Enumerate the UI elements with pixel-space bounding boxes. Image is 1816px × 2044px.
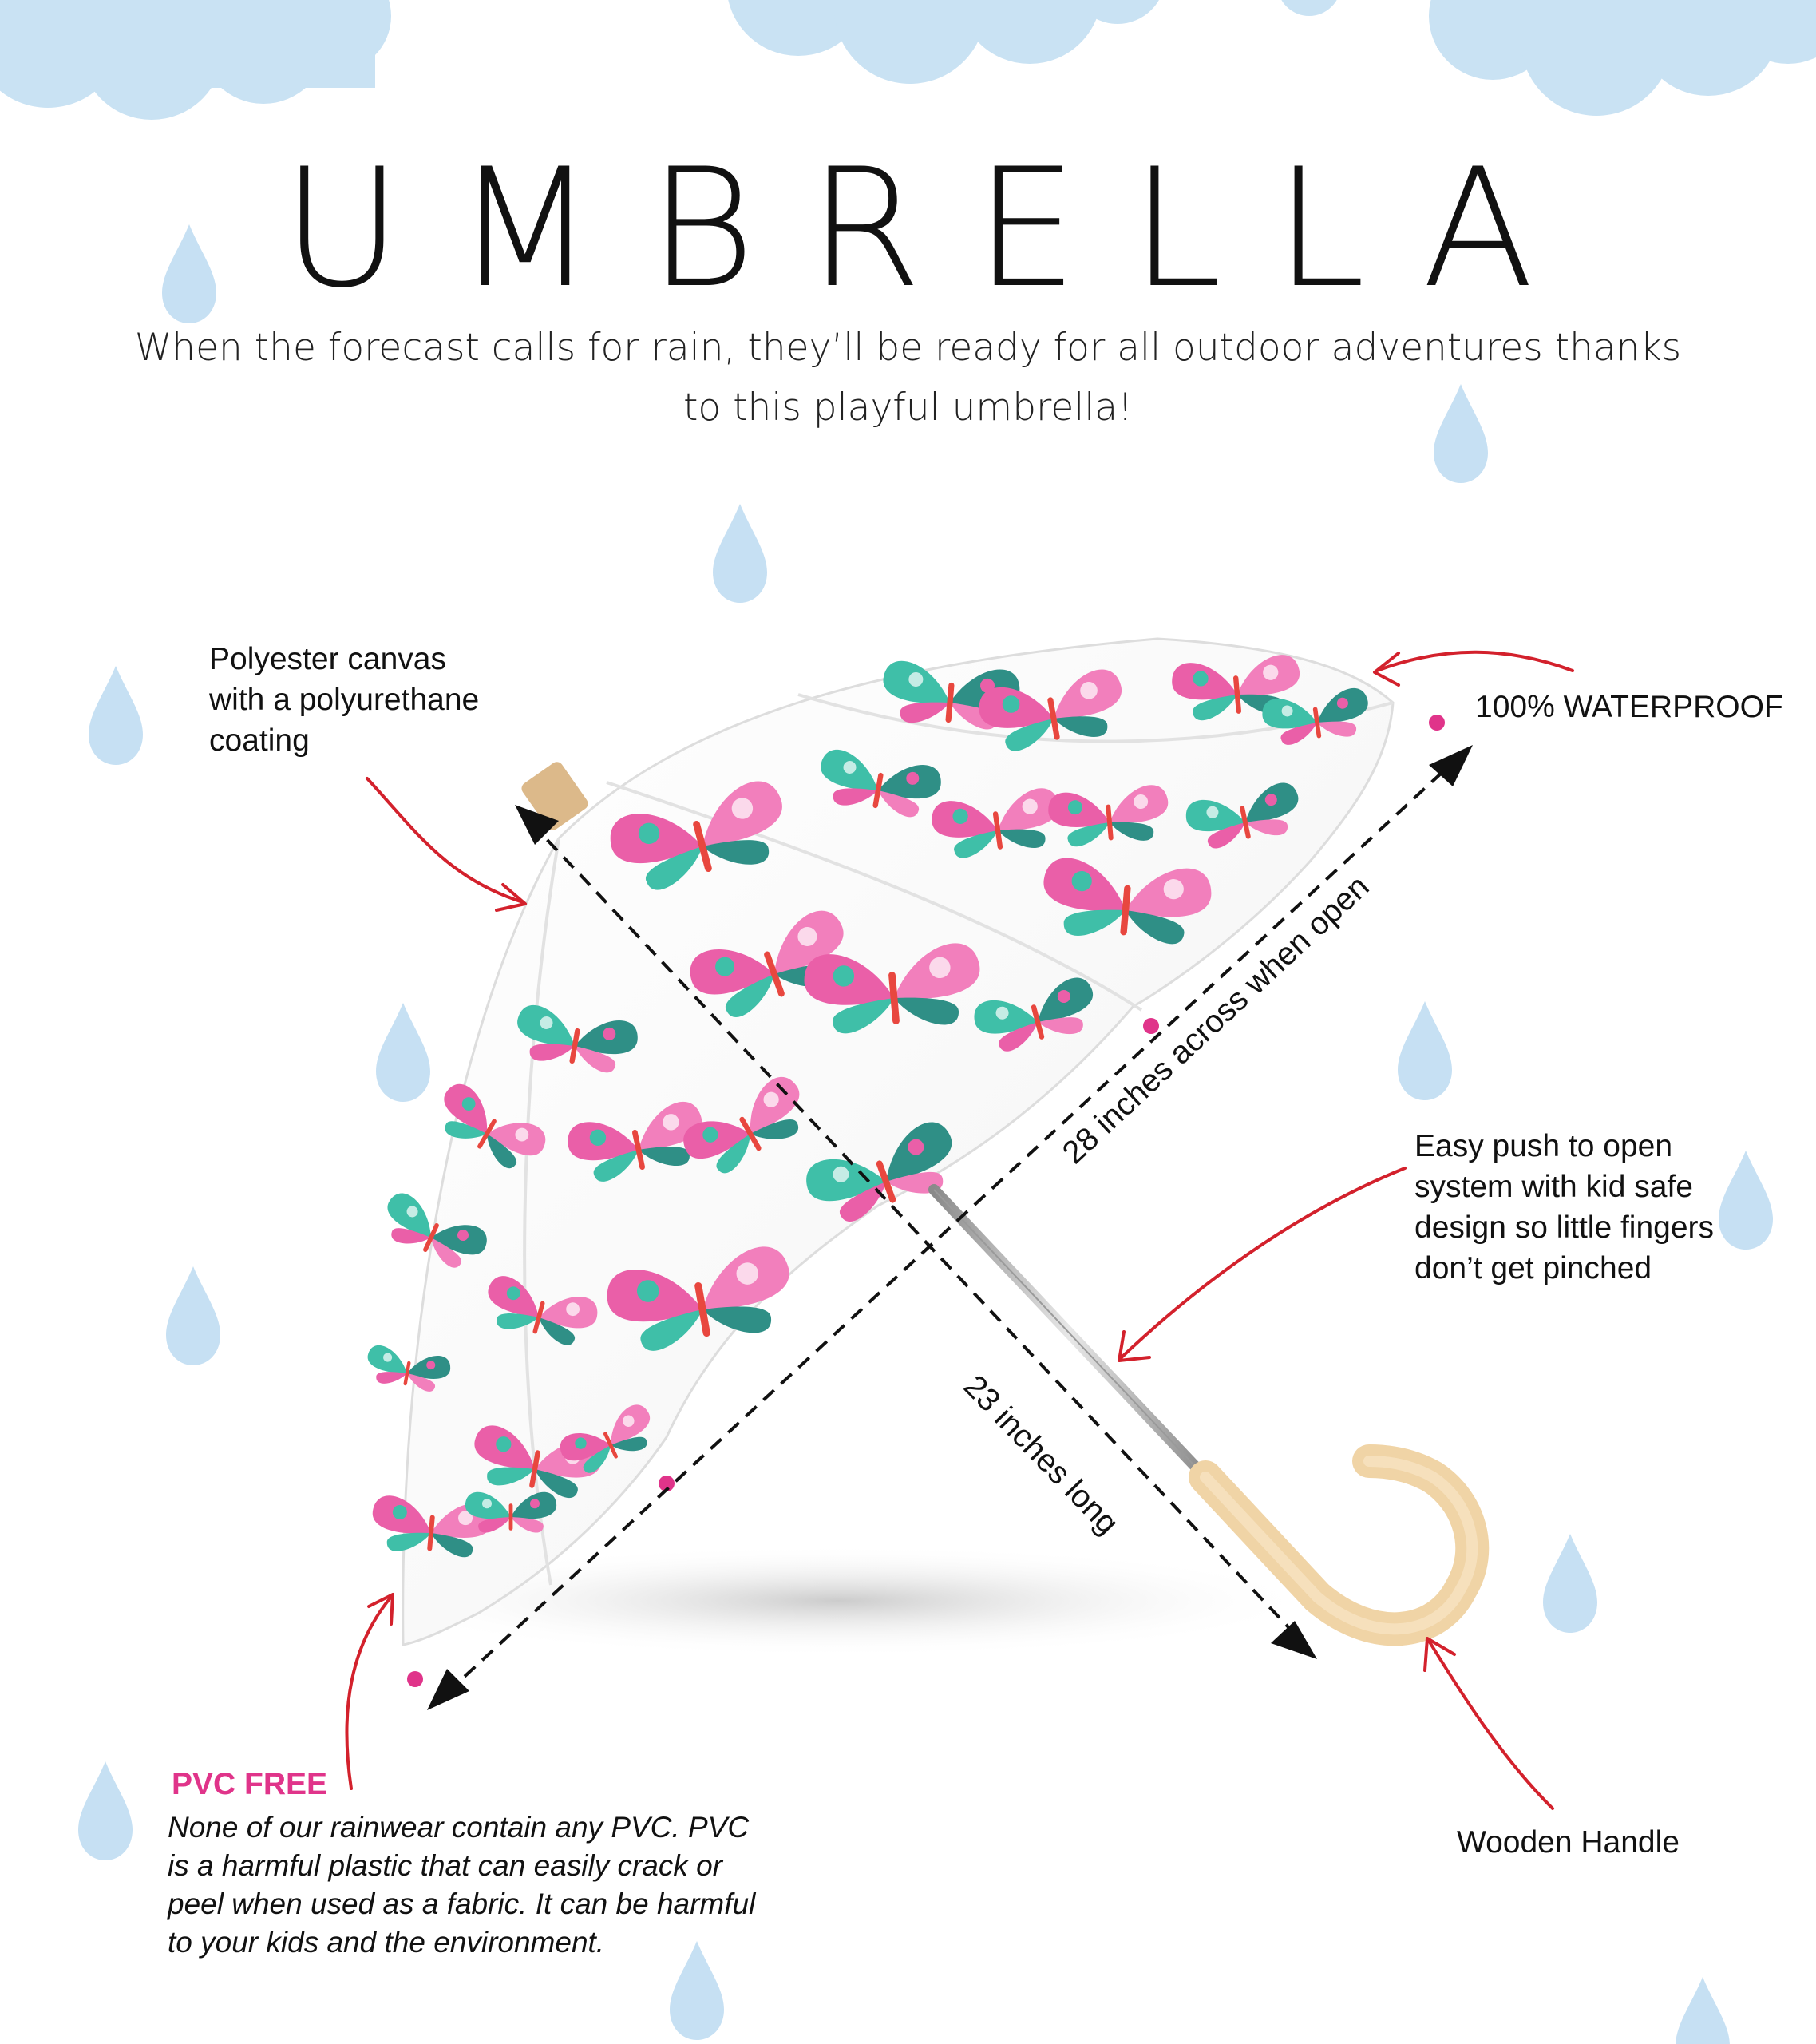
cloud-top-right: [1429, 0, 1816, 116]
pvc-free-text: None of our rainwear contain any PVC. PV…: [168, 1811, 756, 1959]
umbrella-top-knob: [521, 762, 588, 830]
umbrella-canopy: [363, 637, 1445, 1687]
canvas-callout: Polyester canvas with a polyurethane coa…: [209, 639, 479, 761]
pvc-free-heading: PVC FREE: [172, 1767, 328, 1801]
push-open-line-2: system with kid safe: [1414, 1170, 1693, 1204]
push-open-line-4: don’t get pinched: [1414, 1251, 1652, 1285]
push-open-callout: Easy push to open system with kid safe d…: [1414, 1126, 1714, 1289]
umbrella-shaft: [928, 1184, 1211, 1483]
canvas-callout-line-2: with a polyurethane: [209, 683, 480, 717]
canvas-callout-line-1: Polyester canvas: [209, 642, 446, 676]
cloud-top-left: [0, 0, 391, 120]
dimension-lines: [445, 761, 1454, 1694]
canvas-callout-line-3: coating: [209, 723, 310, 758]
push-open-line-1: Easy push to open: [1414, 1129, 1673, 1163]
cloud-top-center: [728, 0, 1337, 84]
wooden-handle-shape: [1189, 1444, 1490, 1646]
red-callout-arrows: [345, 650, 1574, 1810]
waterproof-callout: 100% WATERPROOF: [1475, 690, 1783, 724]
page-subtitle: When the forecast calls for rain, they’l…: [134, 326, 1682, 430]
page-title: UMBRELLA: [282, 134, 1587, 324]
push-open-line-3: design so little fingers: [1414, 1210, 1715, 1245]
wooden-handle-callout: Wooden Handle: [1457, 1825, 1680, 1860]
dimension-arrowheads: [427, 745, 1473, 1710]
umbrella-shadow: [359, 1545, 1317, 1657]
